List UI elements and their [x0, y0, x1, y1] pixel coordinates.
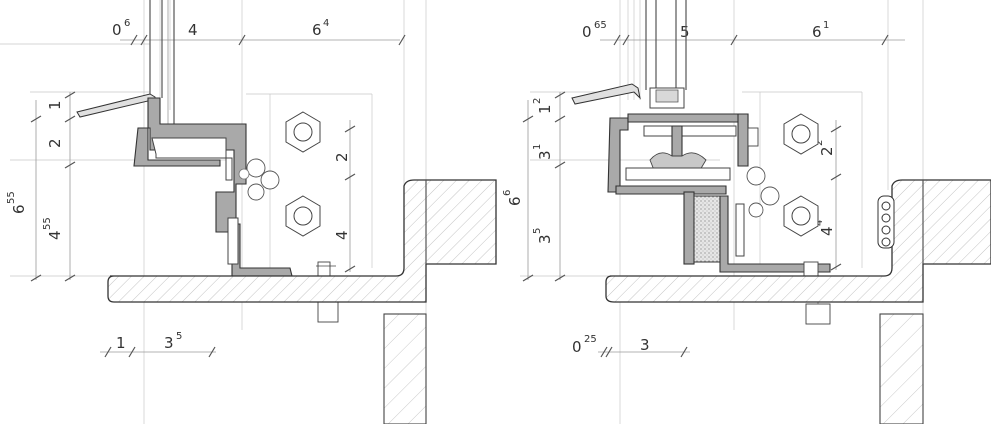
right-frame-sill	[615, 185, 727, 195]
right-vertical-dimensions	[522, 91, 566, 282]
left-v-dim-4: 6	[10, 204, 28, 214]
right-bottom-dim-1-sup: 25	[584, 334, 597, 345]
right-v-dim-1: 1	[536, 104, 554, 114]
right-right-dim-1: 2	[818, 146, 836, 156]
right-top-dimension	[600, 34, 905, 46]
right-v-dim-3-sup: 5	[532, 228, 543, 234]
right-top-dim-3: 6	[812, 23, 822, 41]
right-v-dim-1-sup: 2	[532, 98, 543, 104]
right-v-dim-3: 3	[536, 234, 554, 244]
right-v-dim-4-sup: 6	[502, 190, 513, 196]
left-right-dim-1: 2	[333, 152, 351, 162]
left-right-dim-2: 4	[333, 230, 351, 240]
left-bottom-dim-2: 3	[164, 334, 174, 352]
right-v-dim-4: 6	[506, 196, 524, 206]
right-frame-head	[627, 113, 749, 123]
right-rollers	[746, 166, 780, 218]
right-subframe-angle	[719, 195, 831, 273]
right-right-dim-1-sup: 2	[814, 140, 825, 146]
left-sill-web	[227, 217, 239, 265]
right-detail: 0 65 5 6 1 1 2 3 1 3 5 6 6 2	[502, 0, 991, 424]
left-construction-lines	[0, 0, 427, 424]
left-glazing	[149, 0, 175, 124]
left-bottom-dim-2-sup: 5	[176, 331, 182, 342]
right-frame-right-jamb	[737, 113, 749, 167]
left-right-dimensions	[344, 120, 356, 273]
left-v-dim-3-sup: 55	[42, 217, 53, 230]
right-bottom-dim-2: 3	[640, 336, 650, 354]
right-bolt-lower	[783, 195, 819, 237]
left-top-dim-1: 0	[112, 21, 122, 39]
right-right-dim-2-sup: 4	[814, 220, 825, 226]
right-wall-below	[879, 313, 924, 424]
left-vertical-dimensions	[30, 91, 76, 282]
right-thermal-break	[649, 152, 707, 171]
right-top-dim-1-sup: 65	[594, 20, 607, 31]
right-angle-web	[735, 203, 745, 257]
left-rollers	[238, 158, 280, 201]
right-bottom-dim-1: 0	[572, 338, 582, 356]
right-insulation	[693, 195, 721, 263]
right-glazing	[645, 0, 687, 109]
left-v-dim-3: 4	[46, 230, 64, 240]
right-fixing-block	[747, 127, 759, 147]
left-top-dim-3-sup: 4	[323, 18, 329, 29]
right-top-dim-2: 5	[680, 23, 690, 41]
right-outer-frame	[607, 117, 629, 193]
left-wall-below	[383, 313, 427, 424]
right-concrete-slab	[605, 179, 991, 303]
right-v-dim-2: 3	[536, 150, 554, 160]
right-transom-lower	[625, 167, 731, 181]
right-bottom-dimension	[598, 346, 690, 358]
left-bottom-dimension	[100, 346, 216, 358]
left-detail: 0 6 4 6 4 1 2 4 55 6 55 2 4	[0, 0, 497, 424]
right-right-dim-2: 4	[818, 226, 836, 236]
left-v-dim-2: 2	[46, 138, 64, 148]
right-top-dim-1: 0	[582, 23, 592, 41]
left-sill-profile-inner	[151, 137, 233, 181]
left-top-dim-2: 4	[188, 21, 198, 39]
left-top-dimension	[120, 34, 406, 46]
left-v-dim-4-sup: 55	[6, 191, 17, 204]
left-top-dim-1-sup: 6	[124, 18, 130, 29]
right-transom-upper	[643, 125, 737, 137]
right-bolt-upper	[783, 113, 819, 155]
left-top-dim-3: 6	[312, 21, 322, 39]
left-bottom-dim-1: 1	[116, 334, 126, 352]
left-bolt-lower	[285, 195, 321, 237]
left-bolt-upper	[285, 111, 321, 153]
right-v-dim-2-sup: 1	[532, 144, 543, 150]
right-drip-flashing	[571, 83, 641, 105]
left-v-dim-1: 1	[46, 100, 64, 110]
right-top-dim-3-sup: 1	[823, 20, 829, 31]
right-subframe-left	[683, 191, 695, 265]
right-backer-rods	[877, 195, 895, 249]
right-right-dimensions	[830, 120, 842, 271]
left-concrete-slab	[107, 179, 497, 303]
